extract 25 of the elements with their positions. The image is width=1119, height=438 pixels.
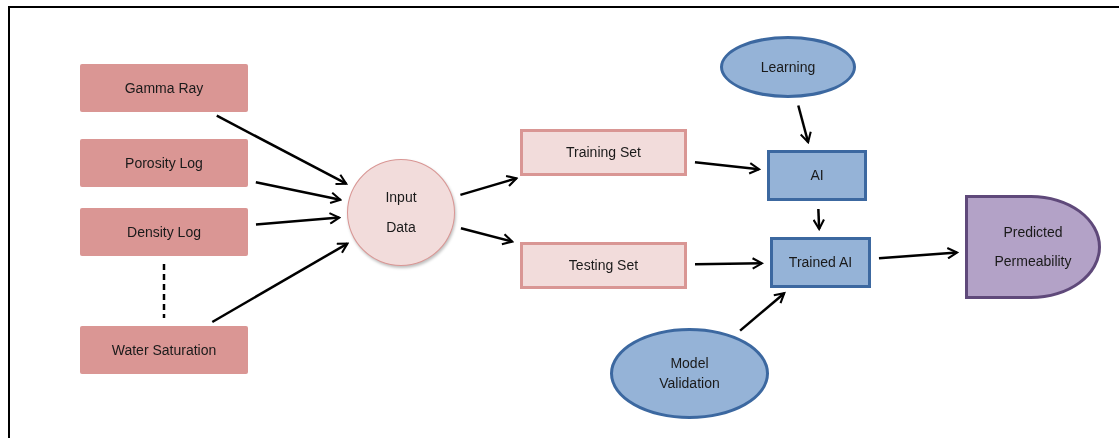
model-box: Trained AI <box>770 237 871 288</box>
output-shape: Predicted Permeability <box>965 195 1101 299</box>
model-box: AI <box>767 150 867 201</box>
arrow <box>797 105 812 144</box>
data-set-box: Training Set <box>520 129 687 176</box>
arrow <box>812 208 825 231</box>
arrow <box>460 174 518 197</box>
input-box: Porosity Log <box>80 139 248 187</box>
arrow <box>216 114 348 185</box>
arrow <box>255 180 342 205</box>
dashed-line <box>162 264 166 318</box>
arrow <box>694 161 761 175</box>
arrow <box>694 257 764 270</box>
process-ellipse: Learning <box>720 36 856 98</box>
input-box: Density Log <box>80 208 248 256</box>
arrow <box>460 227 514 246</box>
process-ellipse: Model Validation <box>610 328 769 419</box>
data-set-box: Testing Set <box>520 242 687 289</box>
input-box: Gamma Ray <box>80 64 248 112</box>
arrow <box>255 212 341 226</box>
arrow <box>739 292 786 332</box>
arrow <box>878 247 959 260</box>
input-circle: Input Data <box>347 159 455 266</box>
arrow <box>211 242 349 324</box>
input-box: Water Saturation <box>80 326 248 374</box>
